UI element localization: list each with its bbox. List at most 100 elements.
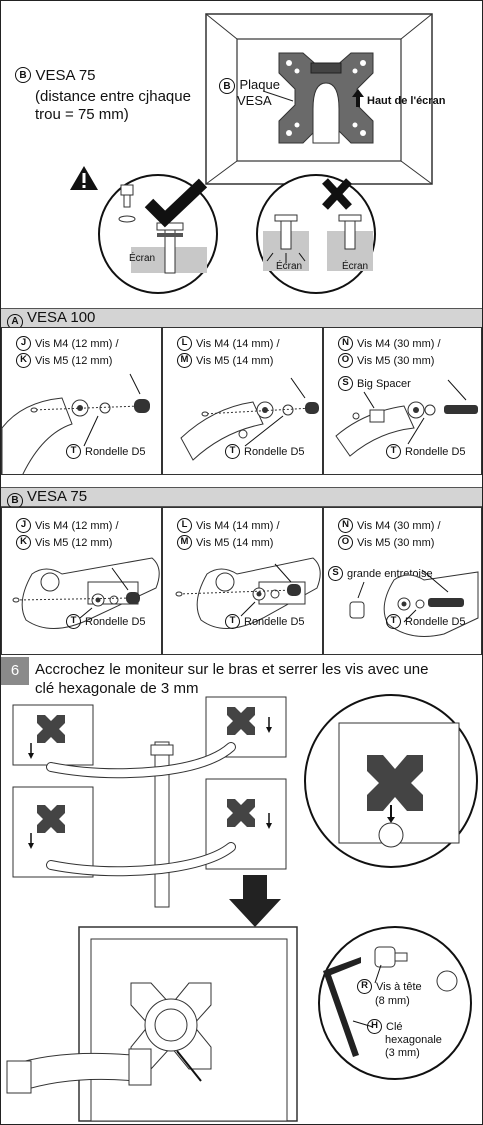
panel-item: J Vis M4 (12 mm) / [16, 518, 119, 533]
part-letter: O [338, 535, 353, 550]
panel-item: L Vis M4 (14 mm) / [177, 518, 280, 533]
plate-label: B Plaque [219, 76, 280, 94]
panel-item: O Vis M5 (30 mm) [338, 535, 434, 550]
step-instruction-line1: Accrochez le moniteur sur le bras et ser… [35, 661, 429, 678]
callout-letter: B [15, 67, 31, 83]
part-label: Vis M4 (14 mm) / [196, 337, 280, 350]
panel-item: M Vis M5 (14 mm) [177, 353, 273, 368]
vesa-desc-line2: trou = 75 mm) [35, 106, 129, 123]
section-a-panel-2: L Vis M4 (14 mm) / M Vis M5 (14 mm) T Ronde… [162, 327, 323, 475]
section-a-title: VESA 100 [27, 309, 96, 326]
part-label: Vis M4 (30 mm) / [357, 519, 441, 532]
part-letter: O [338, 353, 353, 368]
screen-back-illustration [205, 13, 433, 185]
bracket-illustration [349, 569, 479, 637]
part-letter: H [367, 1019, 382, 1034]
part-letter: T [225, 614, 240, 629]
part-label: Vis M5 (12 mm) [35, 536, 113, 549]
part-letter: K [16, 353, 31, 368]
washer-label: T Rondelle D5 [225, 614, 305, 629]
part-letter: L [177, 518, 192, 533]
screen-label-ok: Écran [129, 253, 156, 264]
section-b-title: VESA 75 [27, 488, 88, 505]
hex-key-line1: Clé [386, 1020, 403, 1033]
bracket-illustration [12, 557, 160, 629]
vesa75-callout: B VESA 75 [15, 67, 96, 85]
panel-item: K Vis M5 (12 mm) [16, 353, 112, 368]
screen-label-bad2: Écran [342, 261, 369, 272]
quad-monitor-illustration [12, 696, 287, 908]
down-arrow-icon [229, 875, 281, 927]
washer-label: T Rondelle D5 [225, 444, 305, 459]
part-letter: S [328, 566, 343, 581]
head-screw-line2: (8 mm) [375, 995, 410, 1007]
part-label: Vis M4 (12 mm) / [35, 337, 119, 350]
part-label: Vis M4 (12 mm) / [35, 519, 119, 532]
panel-item: N Vis M4 (30 mm) / [338, 336, 441, 351]
step-number: 6 [1, 657, 29, 685]
panel-item: N Vis M4 (30 mm) / [338, 518, 441, 533]
part-letter: T [66, 614, 81, 629]
panel-item: O Vis M5 (30 mm) [338, 353, 434, 368]
part-letter: J [16, 518, 31, 533]
part-letter: T [386, 444, 401, 459]
part-letter: S [338, 376, 353, 391]
plate-letter: B [219, 78, 235, 94]
plate-line2: VESA [237, 93, 272, 108]
vesa-title: VESA 75 [35, 67, 96, 84]
step-instruction-line2: clé hexagonale de 3 mm [35, 680, 199, 697]
part-label: Big Spacer [357, 377, 411, 390]
screen-top-label: Haut de l'écran [367, 95, 446, 107]
part-letter: L [177, 336, 192, 351]
part-label: Vis M4 (14 mm) / [196, 519, 280, 532]
plate-line1: Plaque [239, 77, 280, 92]
washer-label: T Rondelle D5 [386, 614, 466, 629]
hex-key-row: H Clé [367, 1019, 403, 1034]
part-letter: N [338, 336, 353, 351]
bracket-illustration [335, 379, 478, 457]
incorrect-mount-illustration [256, 174, 376, 294]
part-label: Rondelle D5 [405, 615, 466, 628]
up-arrow-icon [352, 89, 364, 107]
hex-key-line3: (3 mm) [385, 1047, 420, 1059]
part-letter: N [338, 518, 353, 533]
hex-key-label: H Clé [367, 1019, 403, 1034]
hex-key-detail-illustration [318, 926, 472, 1080]
part-label: Rondelle D5 [244, 615, 305, 628]
panel-item: L Vis M4 (14 mm) / [177, 336, 280, 351]
part-letter: M [177, 353, 192, 368]
screen-label-bad1: Écran [276, 261, 303, 272]
vesa-desc-line1: (distance entre cjhaque [35, 88, 191, 105]
part-label: Vis M5 (14 mm) [196, 354, 274, 367]
part-letter: J [16, 336, 31, 351]
bracket-illustration [2, 373, 150, 474]
part-label: Vis M5 (12 mm) [35, 354, 113, 367]
part-label: Rondelle D5 [244, 445, 305, 458]
part-label: Vis M4 (30 mm) / [357, 337, 441, 350]
part-letter: M [177, 535, 192, 550]
part-letter: R [357, 979, 372, 994]
part-label: Vis M5 (30 mm) [357, 354, 435, 367]
part-label: Vis M5 (30 mm) [357, 536, 435, 549]
detail-zoom-illustration [304, 694, 478, 868]
bracket-illustration [175, 557, 321, 629]
part-letter: T [225, 444, 240, 459]
correct-mount-illustration [98, 174, 218, 294]
panel-extra: S Big Spacer [338, 376, 411, 391]
monitor-arm-illustration [6, 926, 298, 1122]
part-letter: T [386, 614, 401, 629]
section-a-panel-3: N Vis M4 (30 mm) / O Vis M5 (30 mm) S Big S… [323, 327, 482, 475]
part-letter: T [66, 444, 81, 459]
